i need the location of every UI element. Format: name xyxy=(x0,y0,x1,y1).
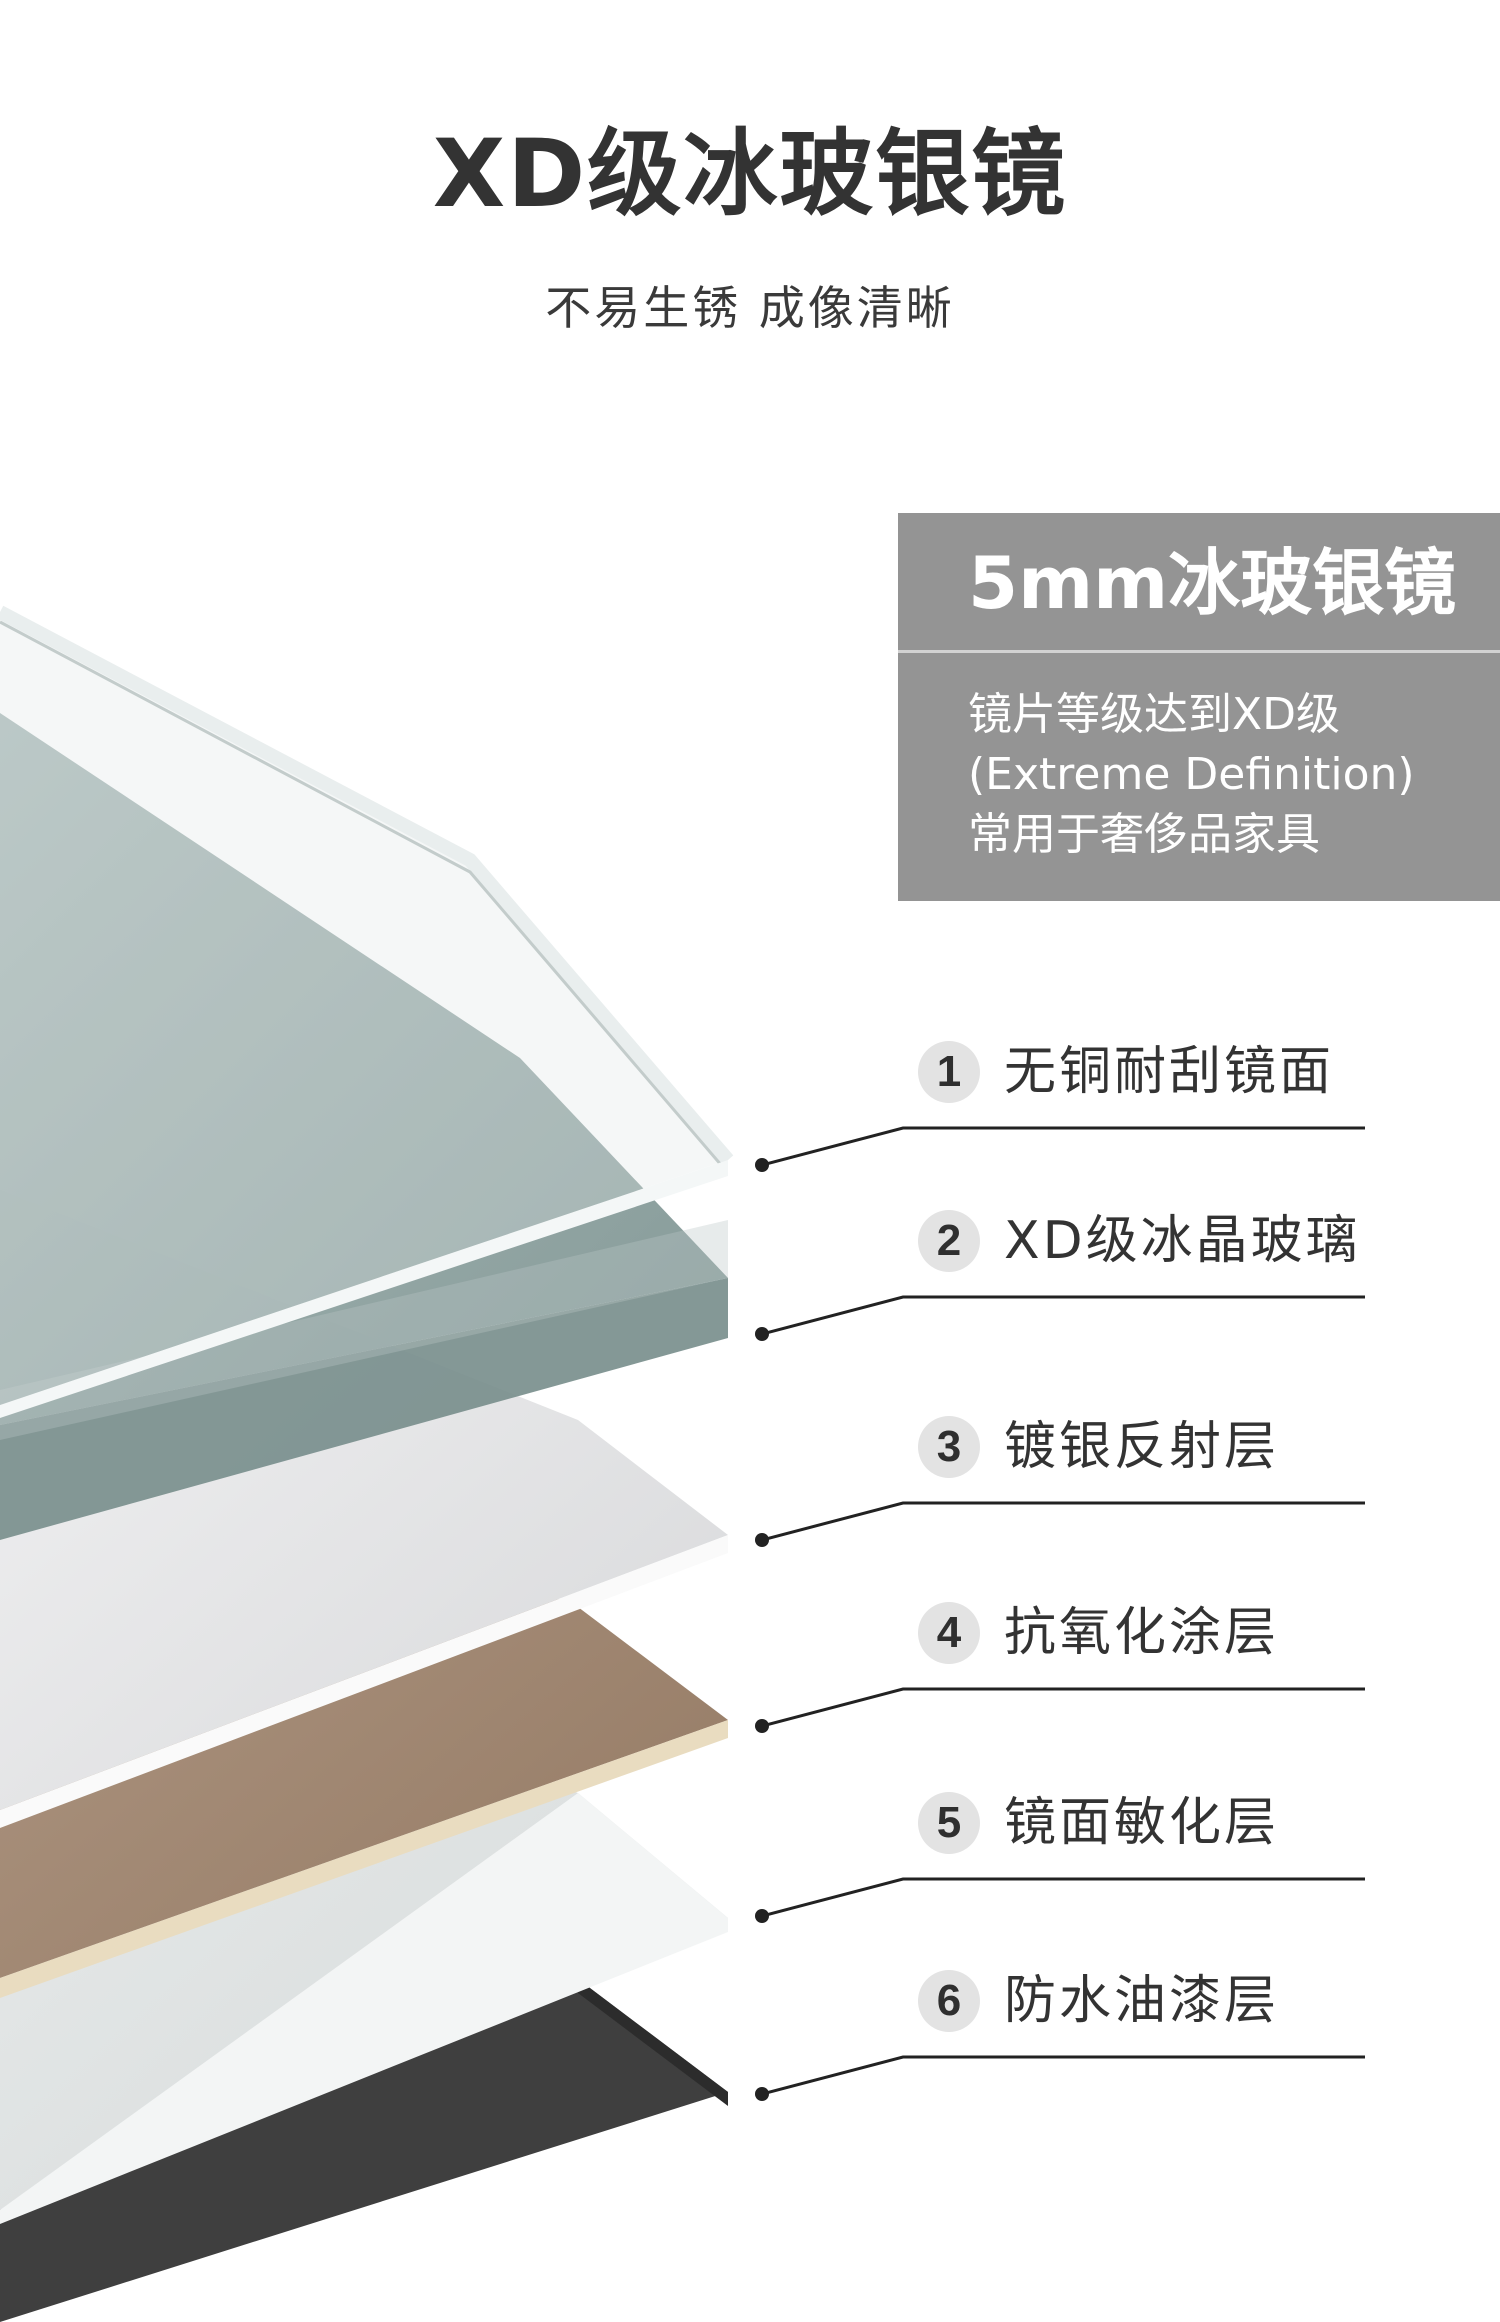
layer-number-badge: 6 xyxy=(918,1970,980,2032)
leader-line-5 xyxy=(755,1877,1365,1923)
layer-label-5: 5 镜面敏化层 xyxy=(918,1788,1279,1858)
leader-line-6 xyxy=(755,2055,1365,2101)
layer-1-mirror-edge-line xyxy=(0,620,724,1167)
layer-1-mirror-edge-highlight xyxy=(0,605,734,1165)
layer-6-paint-edge xyxy=(578,1979,728,2106)
spec-line: (Extreme Definition) xyxy=(968,749,1415,800)
layer-label-4: 4 抗氧化涂层 xyxy=(918,1598,1279,1668)
spec-line: 常用于奢侈品家具 xyxy=(968,809,1320,860)
layer-number-badge: 3 xyxy=(918,1416,980,1478)
layer-4-coating-edge xyxy=(0,1720,728,1998)
layer-label-text: XD级冰晶玻璃 xyxy=(1004,1211,1361,1271)
layer-label-text: 抗氧化涂层 xyxy=(1004,1603,1280,1663)
layer-label-text: 防水油漆层 xyxy=(1004,1971,1280,2031)
layer-label-1: 1 无铜耐刮镜面 xyxy=(918,1037,1334,1107)
layer-label-text: 镜面敏化层 xyxy=(1004,1793,1280,1853)
leader-line-4 xyxy=(755,1687,1365,1733)
leader-line-3 xyxy=(755,1501,1365,1547)
layer-1-mirror-top xyxy=(0,612,728,1405)
layer-5-sensitizing-edge xyxy=(0,1793,728,2224)
layer-label-6: 6 防水油漆层 xyxy=(918,1966,1279,2036)
leader-line-1 xyxy=(755,1126,1365,1172)
layer-1-mirror-front-edge xyxy=(0,1160,728,1418)
layer-number-badge: 1 xyxy=(918,1041,980,1103)
leader-line-2 xyxy=(755,1295,1365,1341)
layer-2-glass-sheen xyxy=(0,1220,728,1440)
layer-3-silver-edge xyxy=(0,1535,728,1828)
layer-2-glass-top xyxy=(0,713,728,1425)
layer-label-text: 无铜耐刮镜面 xyxy=(1004,1042,1335,1102)
layer-label-3: 3 镀银反射层 xyxy=(918,1412,1279,1482)
spec-heading: 5mm冰玻银镜 xyxy=(898,513,1500,653)
layer-2-glass-edge xyxy=(0,1278,728,1540)
spec-description: 镜片等级达到XD级 (Extreme Definition) 常用于奢侈品家具 xyxy=(968,685,1488,865)
layer-label-2: 2 XD级冰晶玻璃 xyxy=(918,1206,1361,1276)
spec-info-box: 5mm冰玻银镜 镜片等级达到XD级 (Extreme Definition) 常… xyxy=(898,513,1500,901)
layer-number-badge: 5 xyxy=(918,1792,980,1854)
layer-label-text: 镀银反射层 xyxy=(1004,1417,1280,1477)
page-title: XD级冰玻银镜 xyxy=(432,120,1068,229)
layer-number-badge: 4 xyxy=(918,1602,980,1664)
page-subtitle: 不易生锈 成像清晰 xyxy=(545,281,955,335)
layer-number-badge: 2 xyxy=(918,1210,980,1272)
spec-line: 镜片等级达到XD级 xyxy=(968,689,1341,740)
